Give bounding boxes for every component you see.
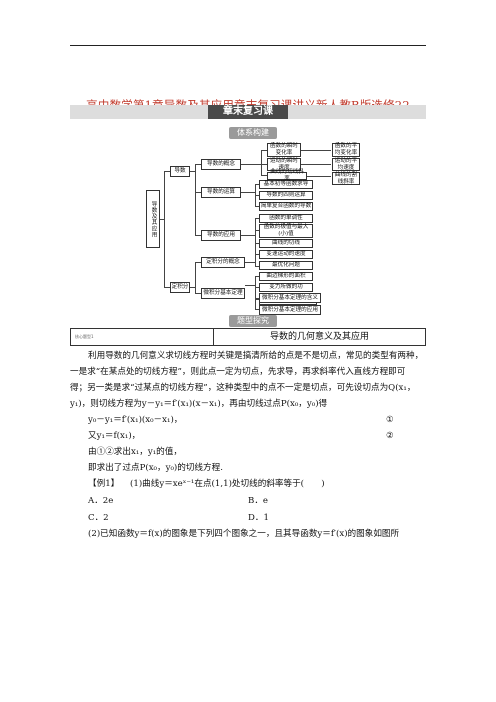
equation-2-number: ② (386, 431, 394, 441)
solve-line: 由①②求出x₁，y₁的值， (88, 447, 182, 457)
node-work-variable-force: 变力所做的功 (259, 283, 313, 292)
node-instant-rate: 函数的瞬时变化率 (267, 143, 301, 157)
node-theorem-meaning: 微积分基本定理的含义 (259, 293, 321, 303)
option-a: A．2e (88, 496, 114, 506)
node-derivative-concept: 导数的概念 (201, 159, 241, 170)
section-tag-structure: 体系构建 (229, 127, 277, 139)
node-derivative-application: 导数的应用 (201, 230, 241, 241)
paragraph-line-2: 一是求“在某点处的切线方程”，则此点一定为切点，先求导，再求斜率代入直线方程即可 (70, 367, 406, 377)
example-question-1: (1)曲线y＝xeˣ⁻¹在点(1,1)处切线的斜率等于( ) (130, 479, 325, 489)
node-instant-velocity: 运动的瞬时速度 (267, 158, 301, 171)
banner-title: 章末复习课 (208, 105, 288, 119)
node-curved-trapezoid: 曲边梯形的面积 (259, 272, 313, 281)
node-theorem-application: 微积分基本定理的应用 (259, 305, 321, 315)
topic-table: 核心题型1 导数的几何意义及其应用 (70, 328, 426, 346)
node-optimization: 最优化问题 (259, 261, 313, 270)
node-integral-concept: 定积分的概念 (201, 257, 245, 268)
node-variable-speed: 变速运动的速度 (259, 250, 313, 259)
node-tangent-slope: 曲线的切线斜率 (267, 169, 307, 182)
example-question-2: (2)已知函数y＝f(x)的图象是下列四个图象之一，且其导函数y＝f′(x)的图… (88, 529, 400, 539)
paragraph-line-3: 得；另一类是求“过某点的切线方程”，这种类型中的点不一定是切点，可先设切点为Q(… (70, 383, 416, 393)
node-derivative: 导数 (170, 166, 190, 177)
option-d: D．1 (248, 513, 269, 523)
node-extrema: 函数的极值与最大(小)值 (259, 224, 313, 238)
equation-2: 又y₁＝f(x₁)， (88, 431, 141, 441)
node-derivative-operation: 导数的运算 (201, 187, 241, 198)
option-c: C．2 (88, 513, 109, 523)
node-composite-derivative: 简单复合函数的导数 (259, 202, 313, 211)
theorem-items: 微积分基本定理的含义 微积分基本定理的应用 (255, 293, 375, 317)
equation-1: y₀－y₁＝f′(x₁)(x₀－x₁)， (88, 415, 183, 425)
option-b: B．e (248, 496, 268, 506)
header-rule (70, 45, 426, 46)
node-tangent-line: 曲线的切线 (259, 239, 313, 248)
concept-map: 导数及其应用 导数 定积分 导数的概念 导数的运算 导数的应用 定积分的概念 微… (140, 142, 360, 308)
paragraph-line-1: 利用导数的几何意义求切线方程时关键是搞清所给的点是不是切点，常见的类型有两种， (88, 351, 424, 361)
node-root: 导数及其应用 (146, 190, 160, 248)
topic-table-left: 核心题型1 (71, 329, 214, 345)
chapter-banner: 章末复习课 (70, 105, 426, 119)
node-basic-derivative: 基本初等函数求导 (259, 180, 313, 189)
section-tag-problems: 题型探究 (229, 315, 277, 327)
example-label: 【例1】 (88, 479, 120, 489)
result-line: 即求出了过点P(x₀，y₀)的切线方程. (88, 463, 223, 473)
node-integral: 定积分 (170, 282, 190, 293)
node-four-operations: 导数的四则运算 (259, 191, 313, 200)
paragraph-line-4: y₁)，则切线方程为y－y₁＝f′(x₁)(x－x₁)，再由切线过点P(x₀，y… (70, 399, 328, 409)
node-monotonicity: 函数的单调性 (259, 214, 313, 223)
topic-table-title: 导数的几何意义及其应用 (269, 332, 369, 342)
node-secant-slope: 曲线的割线斜率 (332, 172, 360, 185)
node-average-velocity: 运动的平均速度 (332, 158, 360, 171)
node-average-rate: 函数的平均变化率 (332, 143, 360, 157)
node-fundamental-theorem: 微积分基本定理 (201, 288, 245, 299)
equation-1-number: ① (386, 415, 394, 425)
